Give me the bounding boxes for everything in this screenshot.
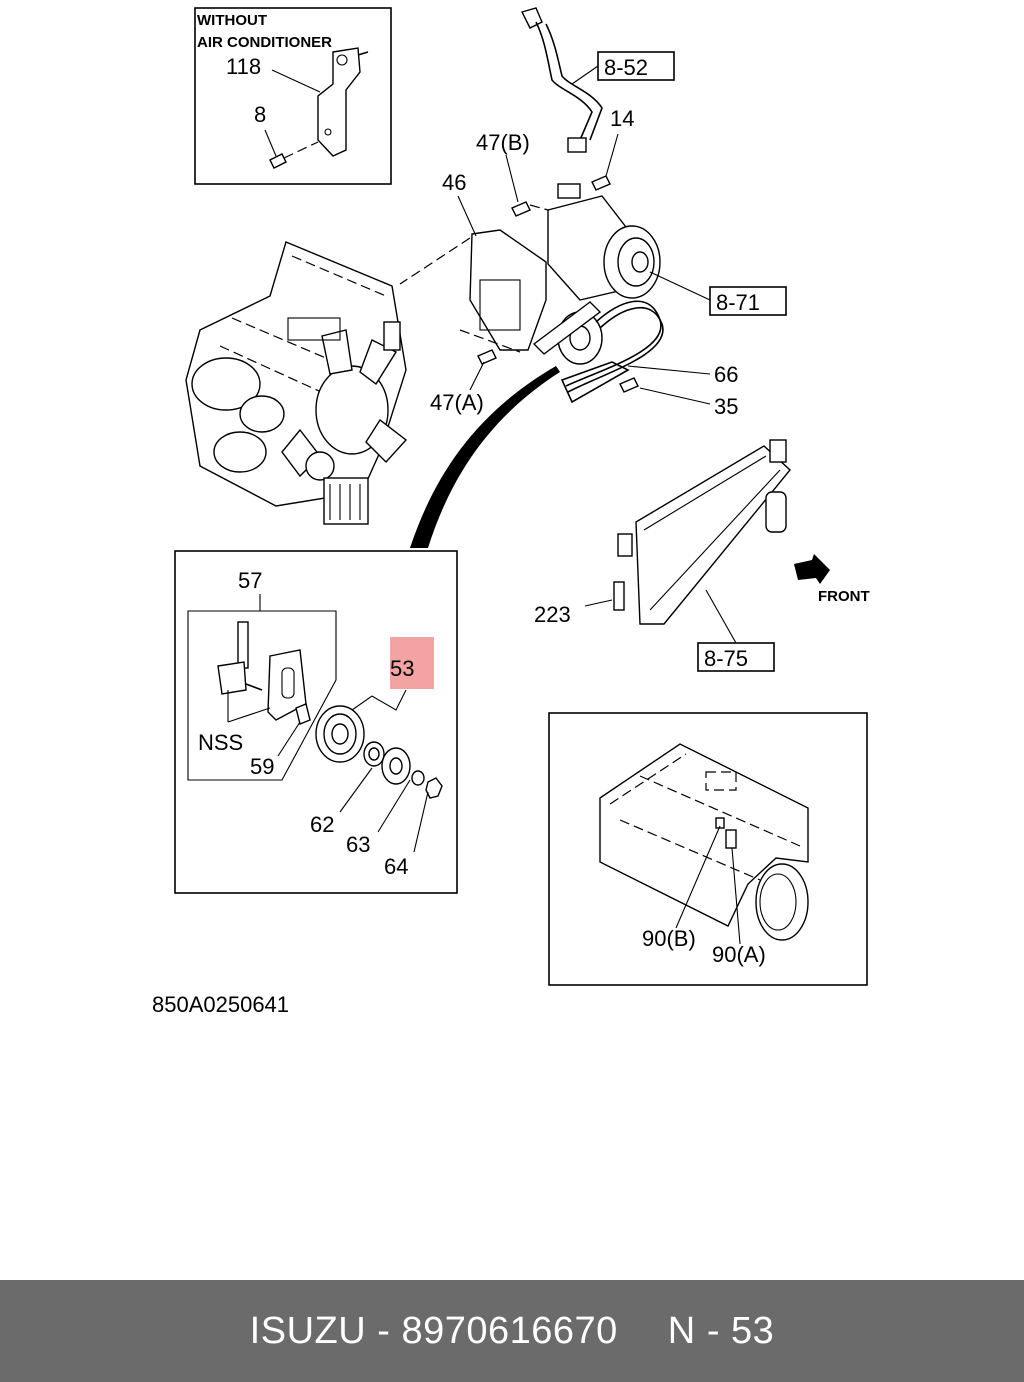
- callout-35: 35: [714, 394, 738, 419]
- footer-bar: ISUZU - 8970616670 N - 53: [0, 1280, 1024, 1382]
- front-arrow-icon: [794, 554, 830, 584]
- bracket-46: [469, 229, 547, 351]
- bolt-8-shape: [269, 153, 287, 169]
- hose-assembly: 8-52: [520, 7, 675, 153]
- callout-66: 66: [714, 362, 738, 387]
- callout-14: 14: [610, 106, 634, 131]
- footer-page: 53: [731, 1309, 775, 1352]
- callout-90a: 90(A): [712, 942, 766, 967]
- callout-53: 53: [390, 656, 414, 681]
- front-label: FRONT: [818, 588, 870, 605]
- idler-detail-box: 57 53 NSS 59 62 63 64: [174, 550, 458, 894]
- condenser-core: [635, 445, 791, 625]
- inset-without-ac: WITHOUT AIR CONDITIONER 118 8: [194, 7, 392, 185]
- highlight-53: [390, 637, 434, 689]
- ref-box-8-71: [709, 286, 787, 316]
- inset-title-line1: WITHOUT: [197, 12, 267, 29]
- condenser-assembly: 223 FRONT 8-75: [534, 439, 870, 672]
- callout-nss: NSS: [198, 730, 243, 755]
- compressor-assembly: 47(B) 14 46 47(A) 66 35 8-71: [399, 106, 787, 419]
- footer-section: N: [667, 1309, 696, 1352]
- footer-dash-2: -: [706, 1309, 720, 1352]
- mount-detail-box: 90(B) 90(A): [548, 712, 868, 986]
- receiver-drier: [765, 491, 787, 533]
- footer-brand: ISUZU: [249, 1309, 367, 1352]
- parts-diagram: WITHOUT AIR CONDITIONER 118 8 8-52: [152, 7, 870, 1017]
- inset-title-line2: AIR CONDITIONER: [197, 34, 332, 51]
- oil-filter: [323, 477, 369, 525]
- ref-8-52: 8-52: [604, 55, 648, 80]
- callout-57: 57: [238, 568, 262, 593]
- callout-8: 8: [254, 102, 266, 127]
- callout-59: 59: [250, 754, 274, 779]
- footer-part-number: 8970616670: [401, 1309, 618, 1352]
- ref-8-71: 8-71: [716, 290, 760, 315]
- pointer-arc: [410, 366, 560, 548]
- callout-90b: 90(B): [642, 926, 696, 951]
- callout-46: 46: [442, 170, 466, 195]
- engine-block: [185, 241, 408, 525]
- callout-64: 64: [384, 854, 408, 879]
- ref-8-75: 8-75: [704, 646, 748, 671]
- callout-47a: 47(A): [430, 390, 484, 415]
- callout-47b: 47(B): [476, 130, 530, 155]
- footer-dash-1: -: [377, 1309, 391, 1352]
- wheel-shape: [755, 863, 809, 941]
- callout-223: 223: [534, 602, 571, 627]
- callout-118: 118: [226, 54, 261, 79]
- diagram-code: 850A0250641: [152, 992, 289, 1017]
- callout-63: 63: [346, 832, 370, 857]
- callout-62: 62: [310, 812, 334, 837]
